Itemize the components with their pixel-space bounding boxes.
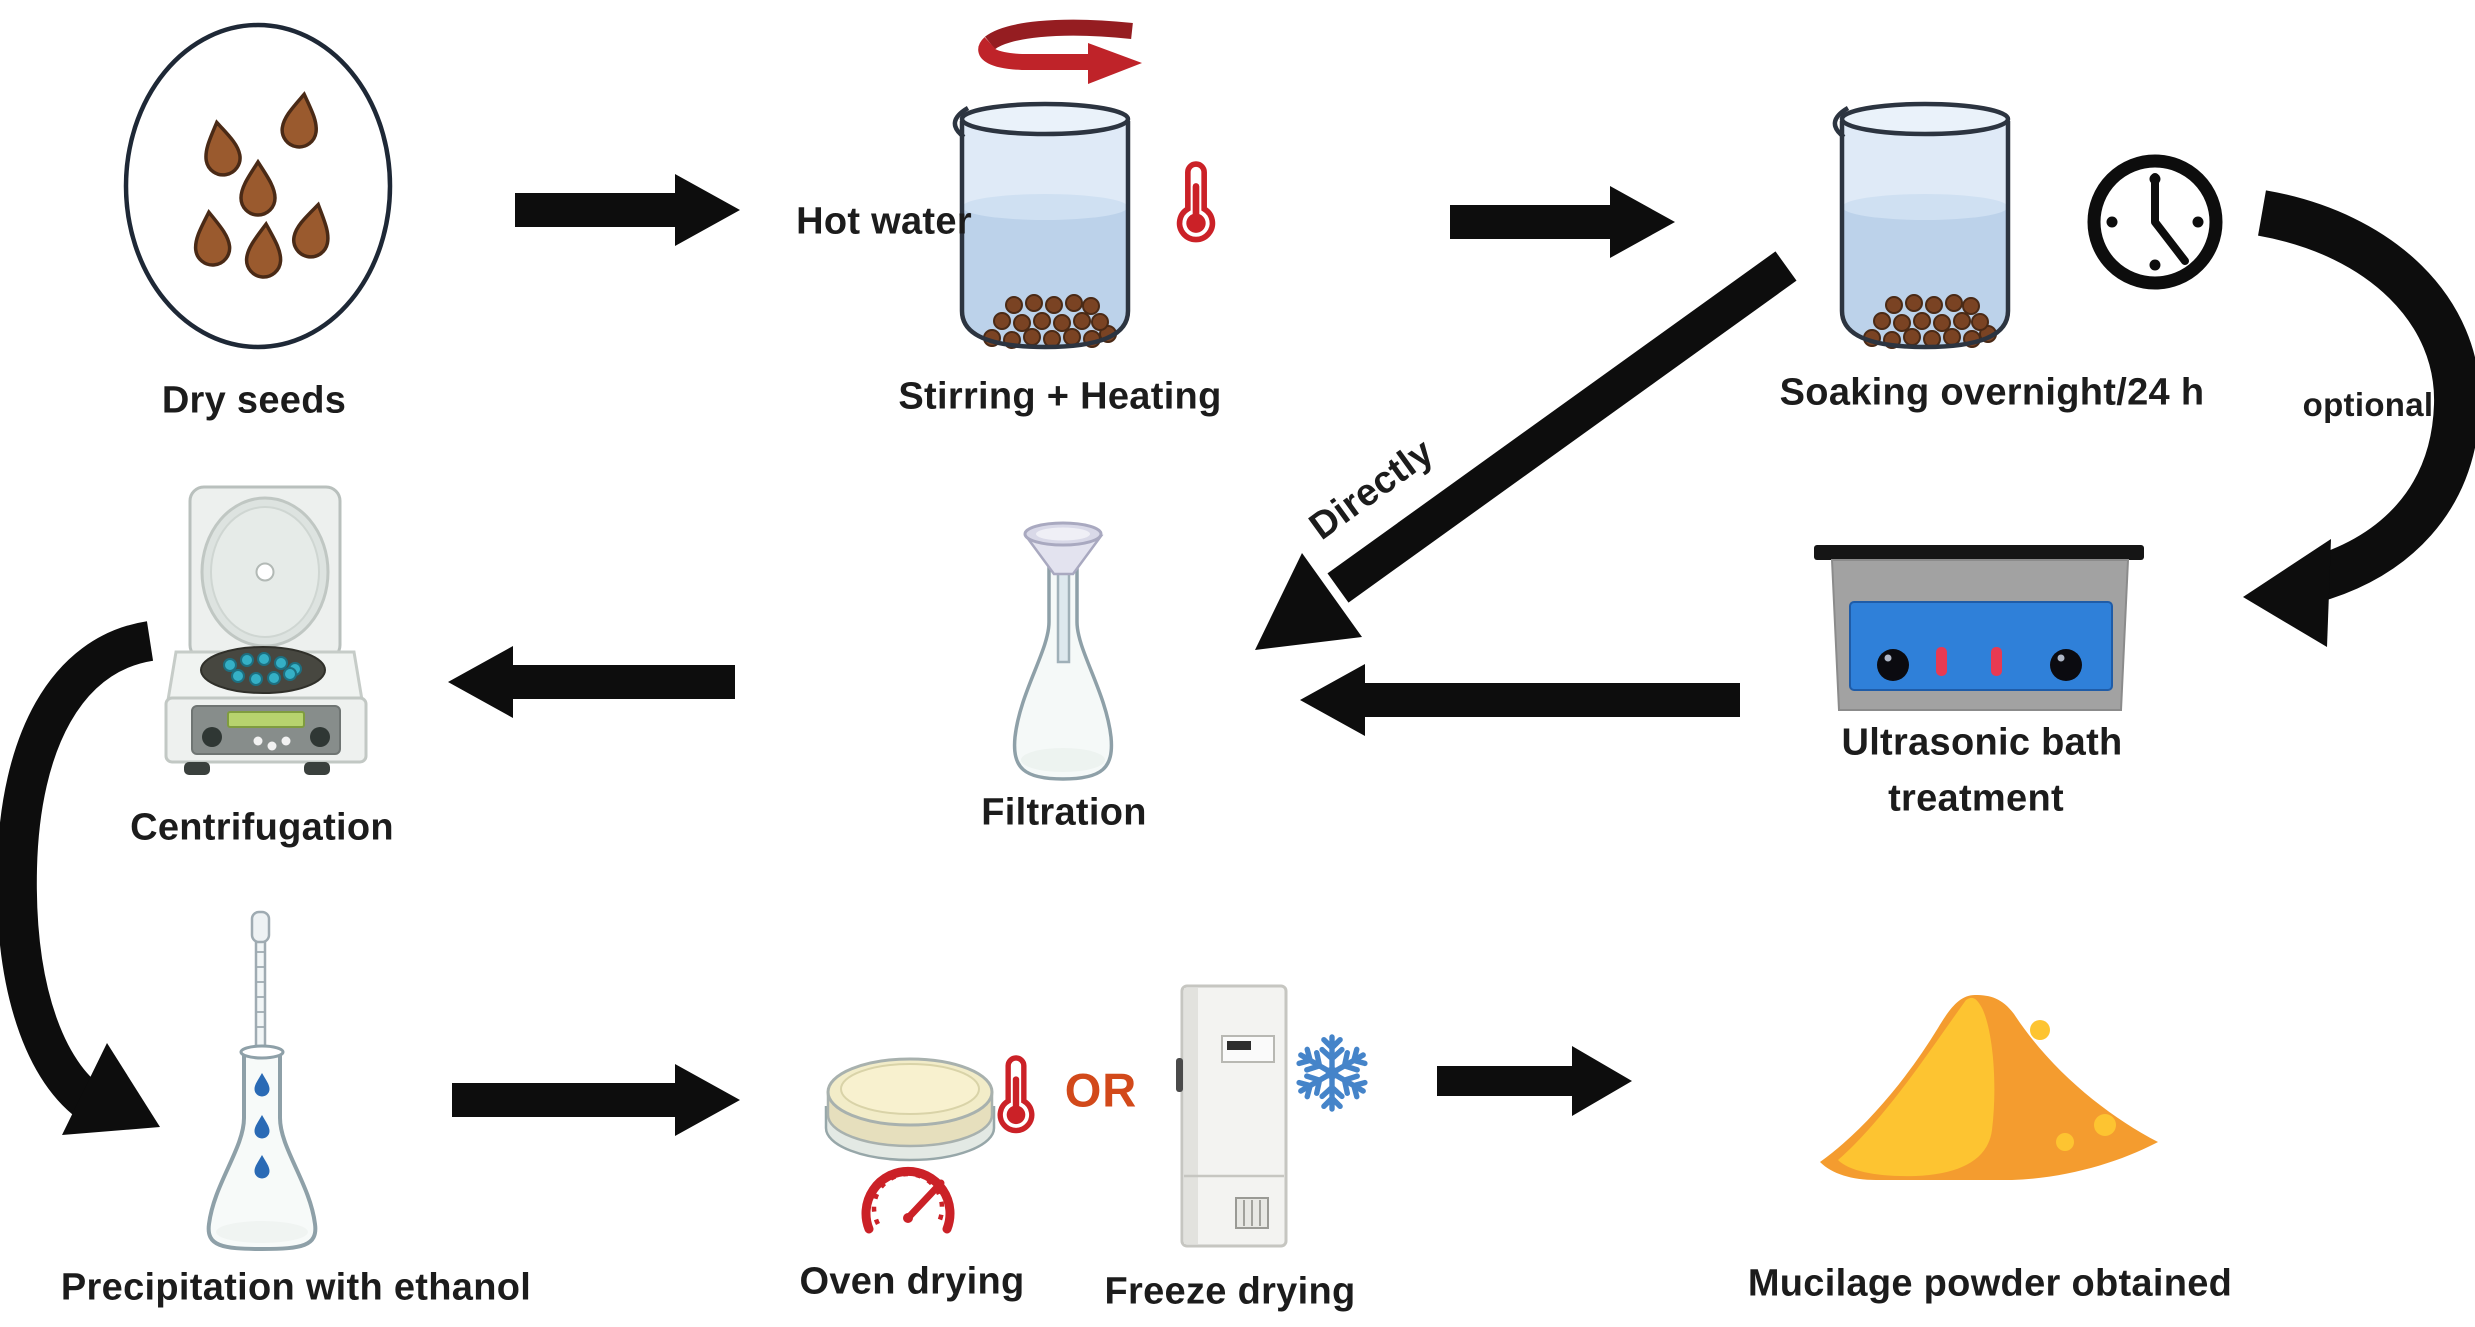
filtration-flask-icon: [1012, 521, 1114, 781]
oven-drying-label: Oven drying: [799, 1260, 1025, 1303]
beaker-icon: [955, 104, 1128, 348]
thermometer-icon: [1180, 164, 1213, 240]
soaking-label: Soaking overnight/24 h: [1779, 371, 2205, 414]
filtration-label: Filtration: [981, 791, 1147, 834]
rotor-tubes: [223, 652, 302, 686]
arrow-centrifugation-to-precipitation: [0, 621, 160, 1135]
centrifuge-display: [227, 711, 305, 728]
knob-icon: [202, 727, 222, 747]
knob-icon: [310, 727, 330, 747]
precipitation-flask-icon: [206, 910, 318, 1252]
arrow-optional-curve: [2243, 190, 2475, 647]
ultrasonic-label-line1: Ultrasonic bath: [1841, 721, 2123, 764]
centrifugation-label: Centrifugation: [130, 806, 394, 849]
stirring-beaker-icon: [955, 19, 1213, 348]
dry-seeds-label: Dry seeds: [161, 379, 347, 422]
arrow-directly: [1255, 251, 1797, 650]
stirring-heating-label: Stirring + Heating: [898, 375, 1222, 418]
ultrasonic-bath-icon: [1814, 545, 2144, 711]
freeze-drying-label: Freeze drying: [1104, 1270, 1356, 1313]
precipitation-label: Precipitation with ethanol: [60, 1266, 532, 1309]
soaking-beaker-icon: [1835, 104, 2223, 348]
dry-seeds-icon: [123, 22, 393, 350]
arrow-precipitation-to-drying: [452, 1064, 740, 1136]
mucilage-label: Mucilage powder obtained: [1747, 1262, 2233, 1305]
arrow-ultrasonic-to-filtration: [1300, 664, 1740, 736]
thermometer-icon: [1000, 1058, 1032, 1131]
flow-arrows: [0, 174, 2475, 1136]
stir-arrow-icon: [978, 19, 1142, 84]
oven-drying-icon: [824, 1058, 1032, 1234]
mucilage-powder-icon: [1820, 995, 2158, 1180]
arrow-dry-seeds-to-stirring: [515, 174, 740, 246]
clock-icon: [2087, 154, 2223, 290]
ultrasonic-label-line2: treatment: [1888, 777, 2064, 820]
heat-gauge-icon: [861, 1166, 955, 1234]
beaker-icon: [1835, 104, 2008, 348]
or-label: OR: [1064, 1063, 1138, 1117]
knob-icon: [2050, 649, 2082, 681]
centrifuge-icon: [164, 485, 368, 775]
snowflake-icon: [1296, 1037, 1368, 1109]
arrow-stirring-to-soaking: [1450, 186, 1675, 258]
indicator-light: [1991, 647, 2002, 676]
indicator-light: [1936, 647, 1947, 676]
arrow-filtration-to-centrifugation: [448, 646, 735, 718]
optional-label: optional: [2302, 386, 2434, 423]
hot-water-label: Hot water: [796, 200, 972, 243]
arrow-drying-to-mucilage: [1437, 1046, 1632, 1116]
knob-icon: [1877, 649, 1909, 681]
freeze-dryer-icon: [1176, 984, 1368, 1248]
